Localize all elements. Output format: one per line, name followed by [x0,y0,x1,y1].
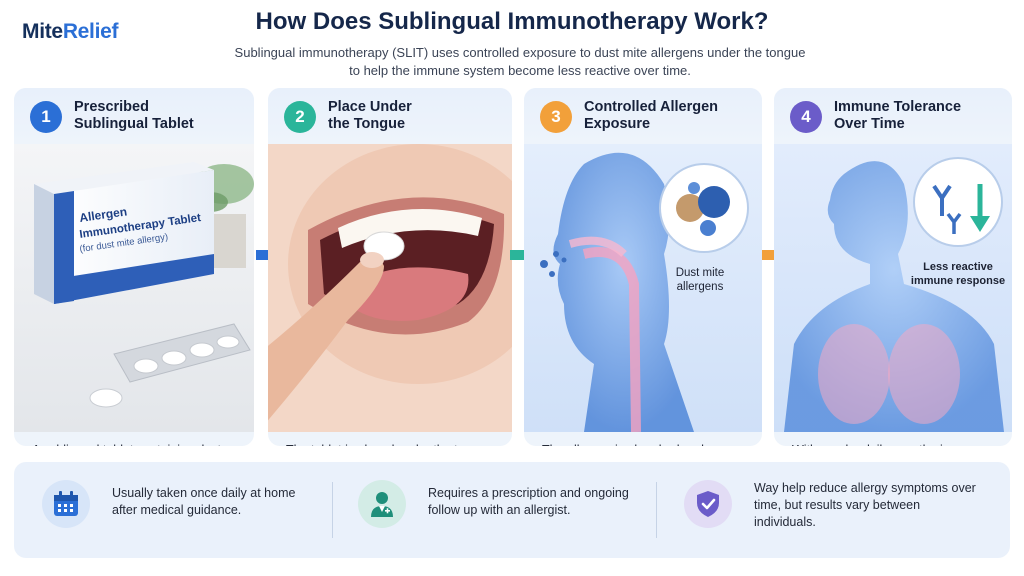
shield-check-icon [684,480,732,528]
tablet-box-illustration: Allergen Immunotherapy Tablet (for dust … [14,144,254,432]
step-card-2: 2 Place Under the Tongue The tablet is p… [268,88,512,446]
calendar-icon [42,480,90,528]
step-title-2: Place Under the Tongue [328,99,412,132]
response-label-line-2: immune response [911,275,1005,287]
step-number-3: 3 [540,101,572,133]
step-number-1: 1 [30,101,62,133]
step-description-2: The tablet is placed under the tongue, w… [268,432,512,446]
step-description-3: The allergen is absorbed and recognized … [524,432,762,446]
step-number-4: 4 [790,101,822,133]
info-text-results: Way help reduce allergy symptoms over ti… [754,481,976,529]
mouth-tablet-illustration [268,144,512,432]
subtitle-line-2: to help the immune system become less re… [349,63,691,78]
info-footer: Usually taken once daily at home after m… [14,462,1010,558]
step-number-2: 2 [284,101,316,133]
doctor-icon [358,480,406,528]
step-title-4: Immune Tolerance Over Time [834,99,962,132]
step-description-4: With regular daily use, the immune syste… [774,432,1012,446]
page-title: How Does Sublingual Immunotherapy Work? [255,8,769,35]
step-title-3: Controlled Allergen Exposure [584,99,718,132]
brand-logo: MiteRelief [22,20,119,44]
subtitle-line-1: Sublingual immunotherapy (SLIT) uses con… [234,45,806,60]
step-description-1: A sublingual tablet containing dust mite… [14,432,254,446]
step-card-4: 4 Immune Tolerance Over Time [774,88,1012,446]
immune-tolerance-illustration: Less reactive immune response [774,144,1012,432]
info-text-daily: Usually taken once daily at home after m… [112,486,296,517]
allergen-label-line-1: Dust mite [676,267,725,279]
info-text-prescription: Requires a prescription and ongoing foll… [428,486,629,517]
step-title-1: Prescribed Sublingual Tablet [74,99,194,132]
brand-logo-part2: Relief [62,20,119,43]
step-card-1: 1 Prescribed Sublingual Tablet Alle [14,88,254,446]
allergen-exposure-illustration: Dust mite allergens [524,144,762,432]
brand-logo-part1: Mite [22,20,63,43]
page-subtitle: Sublingual immunotherapy (SLIT) uses con… [180,44,860,80]
box-label-line-1: Allergen [78,204,127,225]
allergen-label-line-2: allergens [677,281,724,293]
response-label-line-1: Less reactive [923,261,993,273]
step-card-3: 3 Controlled Allergen Exposure [524,88,762,446]
